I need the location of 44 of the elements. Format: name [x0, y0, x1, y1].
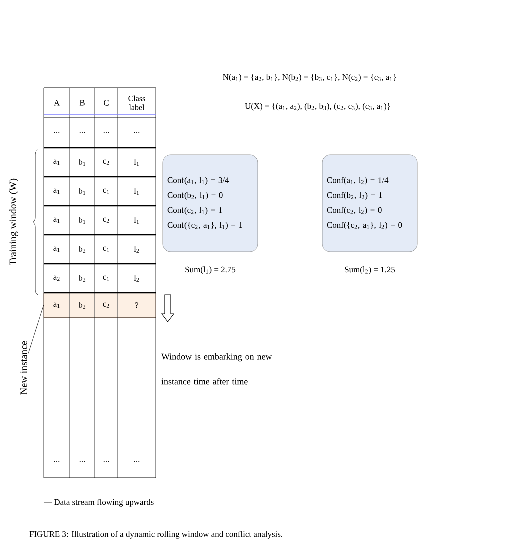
table-cell: l$_{1}$: [134, 158, 140, 166]
info-box: Conf(a$_{1}$, l$_{1}$) = 3/4 Conf(b$_{2}$, l$_{1}$) = 0 Conf(c$_{2}$, l$_{1}$) = 1 Conf({c$_{2}$, a$_{1}$}, l$_{1}$) = 1: [162, 154, 258, 252]
table-cell: b$_{1}$: [78, 158, 86, 166]
table-cell: ...: [104, 132, 110, 134]
table-cell: a$_{1}$: [54, 218, 60, 224]
table-cell: b$_{2}$: [78, 246, 86, 254]
table-cell: b$_{1}$: [78, 188, 86, 196]
table-cell: B: [80, 100, 85, 106]
table-cell: ?: [136, 302, 139, 308]
highlighted-row: [44, 292, 156, 318]
table-cell: c$_{2}$: [103, 218, 110, 224]
table-cell: b$_{1}$: [78, 216, 86, 224]
table-cell: a$_{1}$: [54, 160, 60, 166]
sum-label: Sum(l$_{1}$) = 2.75: [186, 266, 236, 274]
formula: U(X) = {(a$_{1}$, a$_{2}$), (b$_{2}$, b$_{3}$), (c$_{2}$, c$_{3}$), (c$_{3}$, a$_{1}$)}: [245, 103, 390, 111]
table-cell: c$_{1}$: [103, 246, 110, 252]
table-cell: a$_{1}$: [54, 302, 60, 308]
note: Window is embarking on new instance time after time: [162, 354, 272, 385]
leader-line: [28, 305, 44, 354]
table-cell: l$_{1}$: [134, 216, 140, 224]
table-cell: ...: [54, 132, 60, 134]
side-label: New instance: [20, 341, 28, 395]
table-cell: a$_{2}$: [54, 276, 60, 282]
table-cell: c$_{1}$: [103, 276, 110, 282]
table-cell: c$_{1}$: [103, 188, 110, 194]
table-cell: l$_{2}$: [134, 246, 140, 254]
info-box: Conf(a$_{1}$, l$_{2}$) = 1/4 Conf(b$_{2}$, l$_{2}$) = 1 Conf(c$_{2}$, l$_{2}$) = 0 Conf({c$_{2}$, a$_{1}$}, l$_{2}$) = 0: [322, 154, 418, 252]
table-cell: a$_{1}$: [54, 188, 60, 194]
table-cell: c$_{2}$: [103, 302, 110, 308]
table-cell: l$_{1}$: [134, 188, 140, 196]
table-cell: A: [54, 100, 60, 106]
legend-item: Data stream flowing upwards: [44, 499, 154, 507]
formula: N(a$_{1}$) = {a$_{2}$, b$_{1}$}, N(b$_{2}$) = {b$_{3}$, c$_{1}$}, N(c$_{2}$) = {c$_{3}$, a$_{1}$}: [223, 74, 396, 82]
sum-label: Sum(l$_{2}$) = 1.25: [345, 266, 396, 274]
table-cell: b$_{2}$: [78, 302, 86, 310]
side-label: Training window (W): [9, 178, 19, 266]
caption: FIGURE 3: Illustration of a dynamic rolling window and conflict analysis.: [30, 531, 283, 539]
table-cell: a$_{1}$: [54, 246, 60, 252]
table-cell: c$_{2}$: [103, 160, 110, 166]
table-cell: ...: [134, 132, 140, 134]
table-cell: l$_{2}$: [134, 274, 140, 282]
table-cell: b$_{2}$: [78, 274, 86, 282]
table-cell: C: [104, 100, 109, 106]
table-cell: ...: [80, 132, 86, 134]
